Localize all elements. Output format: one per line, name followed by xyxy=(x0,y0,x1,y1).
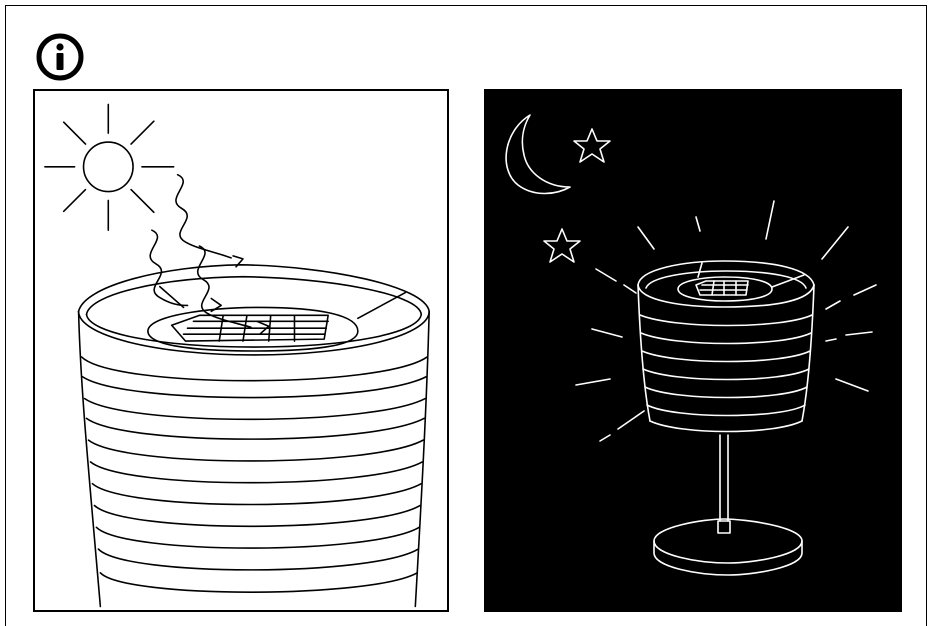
sun-charging-panel xyxy=(33,89,449,612)
star-icon xyxy=(544,229,580,262)
sun-charging-illustration xyxy=(35,91,447,610)
solar-panel-icon xyxy=(148,287,406,351)
glow-lines xyxy=(576,201,876,441)
moon-icon xyxy=(506,115,570,194)
info-icon xyxy=(35,32,85,82)
night-glow-panel xyxy=(484,89,902,612)
lamp-base xyxy=(654,435,802,575)
lamp-shade xyxy=(638,261,814,432)
solar-panel-icon xyxy=(678,263,804,301)
night-lamp-illustration xyxy=(484,89,902,612)
sun-icon xyxy=(45,104,174,230)
star-icon xyxy=(574,129,610,162)
